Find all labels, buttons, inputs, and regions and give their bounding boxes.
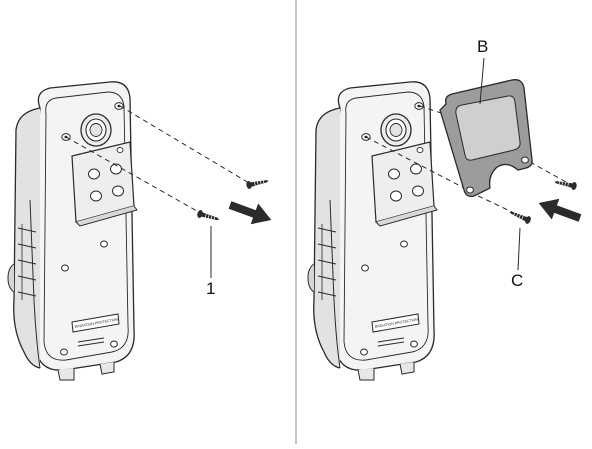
callout-label-c: C — [511, 271, 524, 290]
device-badge-text-2: RADIATION PROTECTION — [374, 317, 418, 329]
gasket-b — [439, 79, 533, 198]
callout-line-c — [517, 227, 521, 271]
guide-line-screw-right — [529, 161, 567, 183]
guide-line-screw-c — [469, 191, 513, 213]
install-arrow-icon — [534, 192, 584, 229]
guide-line-bottom-right — [365, 136, 469, 191]
right-panel — [307, 57, 584, 381]
device-right — [307, 81, 438, 381]
screw-bottom-left — [196, 209, 221, 224]
callout-label-b: B — [477, 37, 489, 56]
screw-top-left — [245, 176, 270, 190]
screw-right-top — [553, 177, 578, 191]
device-left — [7, 81, 138, 381]
callout-line-b — [479, 57, 485, 105]
removal-arrow-icon — [226, 194, 276, 231]
guide-line-top — [119, 105, 255, 187]
callout-label-1: 1 — [206, 279, 216, 298]
screw-right-c — [507, 207, 533, 226]
left-panel — [7, 81, 276, 381]
device-badge-text-1: RADIATION PROTECTION — [74, 317, 118, 329]
